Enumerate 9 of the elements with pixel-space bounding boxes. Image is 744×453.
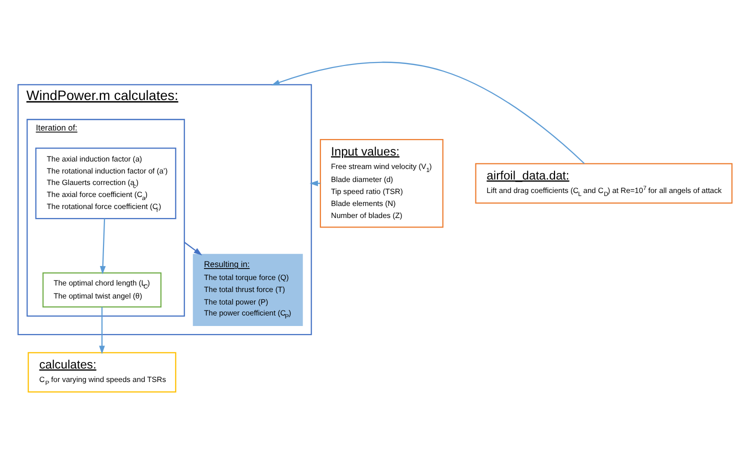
node-box: airfoil_data.dat: Lift and drag coefficients (C$_{L}$ and C$_{D}$) at Re=10$^{7}$ for all angels of attack bbox=[475, 162, 733, 204]
node-box: calculates: C$_{P}$ for varying wind speeds and TSRs bbox=[28, 352, 176, 392]
arrow bbox=[271, 61, 585, 164]
node-box: Resulting in: The total torque force (Q) The total thrust force (T) The total power (P) The power coefficient (C$_{P}$) bbox=[192, 253, 303, 326]
node-box: The axial induction factor (a) The rotational induction factor of (a’) The Glauerts correction (a$_{c}$) The axial force coefficient (C$_{a}$) The rotational force coefficient (C$_{r}$) bbox=[35, 147, 176, 219]
node-box: Input values: Free stream wind velocity (V$_{1}$) Blade diameter (d) Tip speed ratio (TSR) Blade elements (N) Number of blades (Z) bbox=[320, 138, 444, 228]
arrow bbox=[99, 306, 105, 354]
arrow bbox=[184, 241, 202, 255]
arrow bbox=[100, 218, 106, 274]
